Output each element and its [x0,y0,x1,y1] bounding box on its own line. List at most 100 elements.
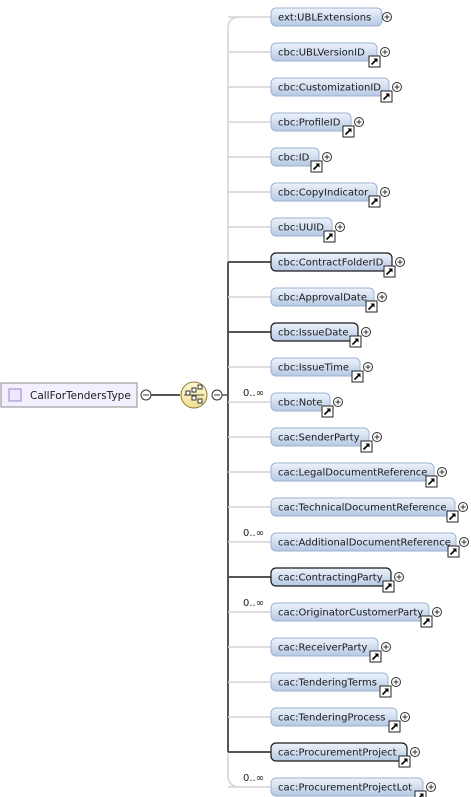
child-element[interactable]: cbc:ID [270,147,323,173]
child-element-box [270,42,378,62]
child-element-label: cac:AdditionalDocumentReference [278,538,451,549]
expand-button[interactable] [437,467,447,477]
expand-button[interactable] [335,222,345,232]
child-element-label: cbc:ProfileID [278,118,341,129]
root-collapse-button[interactable] [140,389,152,401]
child-element[interactable]: cac:ReceiverParty [270,637,382,663]
reference-arrow-icon [368,55,381,68]
child-element[interactable]: cbc:ApprovalDate [270,287,378,313]
connector-lines [222,16,271,788]
reference-arrow-icon [342,125,355,138]
reference-arrow-icon [398,755,411,768]
reference-arrow-icon [388,720,401,733]
expand-button[interactable] [381,642,391,652]
child-element-box [270,532,457,552]
child-element-box [270,322,359,342]
child-element[interactable]: cac:TenderingProcess [270,707,401,733]
child-element-label: cac:TenderingTerms [278,678,377,689]
sequence-compositor-icon[interactable] [180,381,208,409]
expand-button[interactable] [432,607,442,617]
expand-button[interactable] [380,187,390,197]
expand-button[interactable] [354,117,364,127]
expand-button[interactable] [400,712,410,722]
expand-button[interactable] [394,572,404,582]
child-element-label: cbc:Note [278,398,322,409]
child-element-box [270,602,430,622]
child-element-label: cbc:UBLVersionID [278,48,365,59]
child-element[interactable]: cac:ProcurementProject [270,742,411,768]
expand-button[interactable] [392,82,402,92]
child-element-label: cac:LegalDocumentReference [278,468,427,479]
child-element-label: cbc:ContractFolderID [278,258,384,269]
child-element[interactable]: cac:SenderParty [270,427,373,453]
expand-button[interactable] [459,537,469,547]
child-element[interactable]: cbc:CopyIndicator [270,182,381,208]
reference-arrow-icon [425,475,438,488]
reference-arrow-icon [369,650,382,663]
reference-arrow-icon [380,90,393,103]
expand-button[interactable] [458,502,468,512]
expand-button[interactable] [372,432,382,442]
child-element-label: cac:TenderingProcess [278,713,385,724]
compositor-collapse-button[interactable] [211,389,223,401]
child-element-label: cbc:CustomizationID [278,83,381,94]
child-element[interactable]: cac:OriginatorCustomerParty [270,602,433,628]
child-element-box [270,742,408,762]
child-element[interactable]: cbc:ProfileID [270,112,355,138]
child-element[interactable]: cac:ProcurementProjectLot [270,777,427,797]
reference-arrow-icon [379,685,392,698]
child-element-label: ext:UBLExtensions [278,13,371,24]
expand-button[interactable] [333,397,343,407]
expand-button[interactable] [382,12,392,22]
expand-button[interactable] [395,257,405,267]
child-element[interactable]: cac:TenderingTerms [270,672,392,698]
child-element[interactable]: cbc:IssueDate [270,322,362,348]
child-element-label: cbc:UUID [278,223,324,234]
reference-arrow-icon [360,440,373,453]
child-element-label: cac:OriginatorCustomerParty [278,608,423,619]
child-element[interactable]: cac:LegalDocumentReference [270,462,438,488]
child-element-box [270,217,333,237]
expand-button[interactable] [380,47,390,57]
reference-arrow-icon [383,265,396,278]
child-element-box [270,112,352,132]
reference-arrow-icon [321,405,334,418]
child-element-box [270,357,361,377]
occurrence-label: 0..∞ [243,388,264,399]
expand-button[interactable] [377,292,387,302]
occurrence-label: 0..∞ [243,773,264,784]
child-element[interactable]: cbc:CustomizationID [270,77,393,103]
expand-button[interactable] [410,747,420,757]
reference-arrow-icon [420,615,433,628]
expand-button[interactable] [426,782,436,792]
child-element-label: cac:ProcurementProject [278,748,397,759]
root-element[interactable]: CallForTendersType [0,382,138,408]
reference-arrow-icon [323,230,336,243]
expand-button[interactable] [391,677,401,687]
child-element[interactable]: ext:UBLExtensions [270,7,383,27]
child-element[interactable]: cbc:Note [270,392,334,418]
child-element[interactable]: cbc:UUID [270,217,336,243]
reference-arrow-icon [414,790,427,797]
reference-arrow-icon [446,510,459,523]
reference-arrow-icon [365,300,378,313]
reference-arrow-icon [447,545,460,558]
child-element-box [270,287,375,307]
child-element[interactable]: cbc:IssueTime [270,357,364,383]
child-element-box [270,497,456,517]
child-element-label: cbc:ApprovalDate [278,293,367,304]
reference-arrow-icon [368,195,381,208]
expand-button[interactable] [361,327,371,337]
child-element[interactable]: cac:TechnicalDocumentReference [270,497,459,523]
expand-button[interactable] [363,362,373,372]
child-element[interactable]: cbc:ContractFolderID [270,252,396,278]
child-element-box [270,707,398,727]
expand-button[interactable] [322,152,332,162]
child-element[interactable]: cac:AdditionalDocumentReference [270,532,460,558]
child-element-box [270,777,424,797]
child-element[interactable]: cac:ContractingParty [270,567,395,593]
child-element-box [270,182,378,202]
reference-arrow-icon [351,370,364,383]
child-element[interactable]: cbc:UBLVersionID [270,42,381,68]
